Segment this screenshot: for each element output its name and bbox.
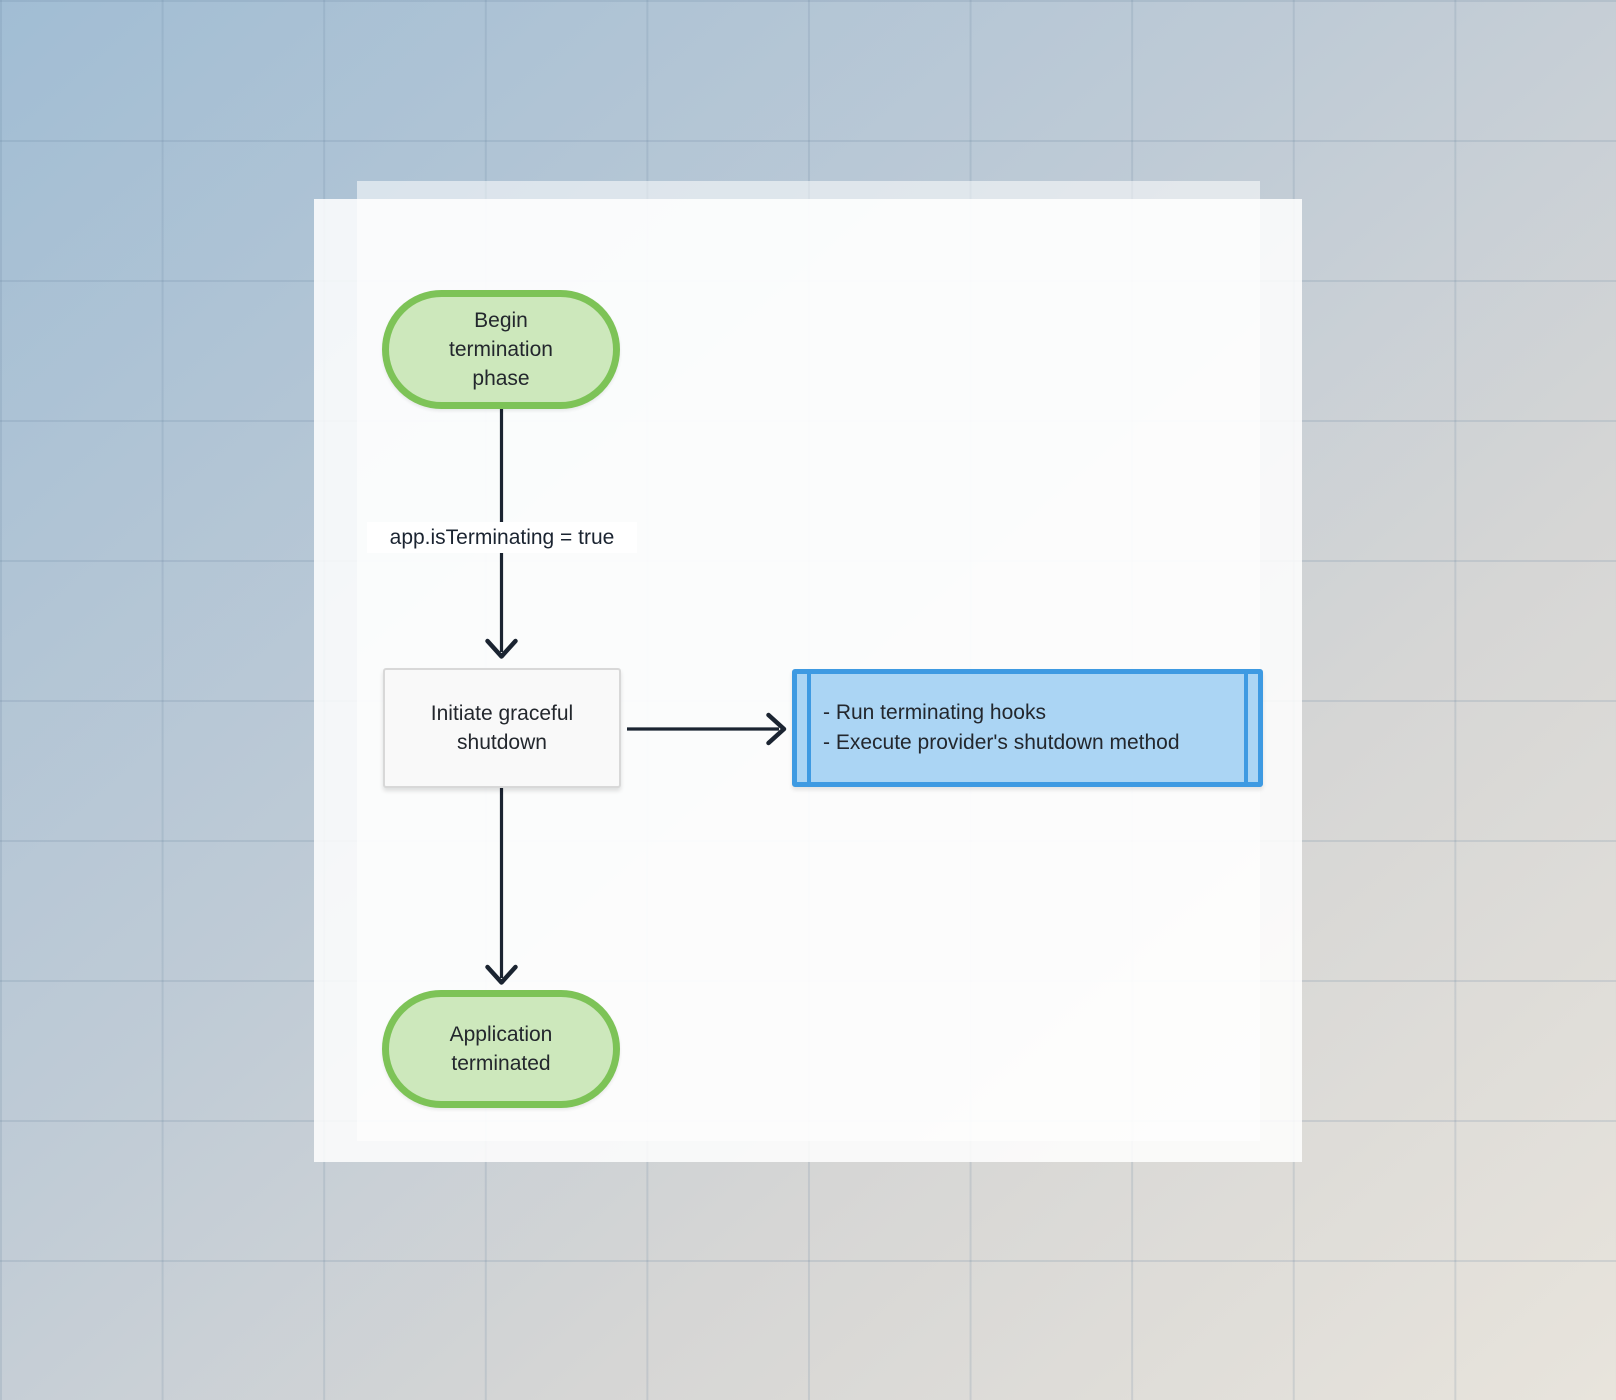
subroutine-node-terminating-hooks: - Run terminating hooks - Execute provid… <box>792 669 1263 787</box>
edge-label-text: app.isTerminating = true <box>389 525 615 549</box>
subroutine-line-1: - Run terminating hooks <box>823 701 1046 724</box>
arrow-begin-to-initiate-head <box>485 638 518 659</box>
end-node-application-terminated: Application terminated <box>382 990 620 1108</box>
edge-label-is-terminating: app.isTerminating = true <box>367 522 637 553</box>
subroutine-line-2: - Execute provider's shutdown method <box>823 731 1180 754</box>
start-node-label: Begin termination phase <box>449 309 553 390</box>
process-node-label: Initiate graceful shutdown <box>430 702 574 754</box>
start-node-begin-termination: Begin termination phase <box>382 290 620 409</box>
arrow-initiate-to-hooks-head <box>766 712 787 746</box>
arrow-initiate-to-end-head <box>485 964 518 985</box>
end-node-label: Application terminated <box>449 1023 553 1075</box>
process-node-initiate-shutdown: Initiate graceful shutdown <box>383 668 621 788</box>
